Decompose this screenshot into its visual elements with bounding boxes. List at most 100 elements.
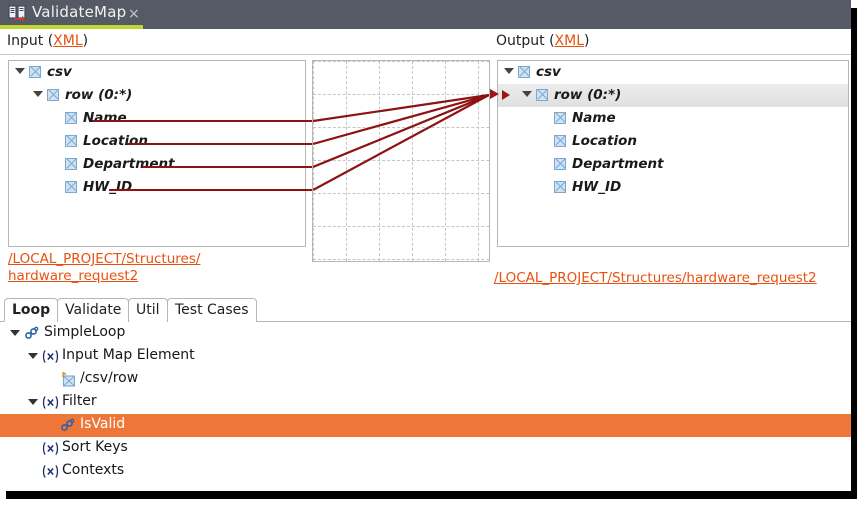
element-icon [65,158,77,170]
tab-util[interactable]: Util [128,298,168,322]
loop-tree-row-5[interactable]: Sort Keys [0,437,851,460]
element-icon [47,89,59,101]
map-document-icon [8,5,26,23]
tab-loop[interactable]: Loop [4,298,59,322]
element-icon [65,112,77,124]
mapping-link-arrow-icon [490,89,499,99]
input-tree-node-label: Name [83,110,127,126]
inbound-link-arrow-icon [502,90,510,100]
element-icon [554,181,566,193]
output-structure-path[interactable]: /LOCAL_PROJECT/Structures/hardware_reque… [494,270,817,286]
function-fx-icon [42,349,59,364]
input-label-text: Input ( [7,33,54,49]
loop-tree-row-label: Contexts [62,462,125,478]
active-tab-accent [0,25,143,30]
loop-tree-row-2[interactable]: /csv/row [0,368,851,391]
input-tree-node-1[interactable]: row (0:*) [9,84,305,107]
mapping-link-1[interactable] [313,93,489,146]
output-header: Output (XML) [489,29,851,55]
loop-tree-row-label: IsValid [80,416,126,432]
output-format-link[interactable]: XML [554,33,585,49]
mapping-link-2[interactable] [313,93,489,169]
grid-line-horizontal [313,226,489,227]
loop-tree-row-label: /csv/row [80,370,139,386]
output-tree-node-5[interactable]: HW_ID [498,176,848,199]
loop-tree-row-6[interactable]: Contexts [0,460,851,483]
loop-tree-row-4[interactable]: IsValid [0,414,851,437]
grid-line-horizontal [313,259,489,260]
loop-tree-row-label: Input Map Element [62,347,195,363]
output-tree-node-4[interactable]: Department [498,153,848,176]
loop-tree-row-label: SimpleLoop [44,324,126,340]
input-tree-node-2[interactable]: Name [9,107,305,130]
chain-link-icon [60,418,75,433]
output-tree-node-1[interactable]: row (0:*) [498,84,848,107]
expand-collapse-triangle-icon[interactable] [522,91,532,97]
grid-line-vertical [478,61,479,261]
input-tree-node-label: Department [83,156,175,172]
input-tree-node-4[interactable]: Department [9,153,305,176]
output-tree-node-label: HW_ID [572,179,622,195]
input-label-close: ) [82,33,89,49]
function-fx-icon [42,441,59,456]
loop-tree-row-1[interactable]: Input Map Element [0,345,851,368]
output-tree-node-label: Department [572,156,664,172]
input-tree-node-0[interactable]: csv [9,61,305,84]
window-title: ValidateMap [32,3,127,21]
input-tree-node-5[interactable]: HW_ID [9,176,305,199]
grid-line-vertical [379,61,380,261]
expand-collapse-triangle-icon[interactable] [33,91,43,97]
output-tree-node-label: csv [536,64,561,80]
chain-link-icon [24,326,39,341]
output-tree-node-label: row (0:*) [554,87,622,103]
grid-line-vertical [346,61,347,261]
element-icon [554,135,566,147]
output-tree-node-3[interactable]: Location [498,130,848,153]
input-tree-node-label: row (0:*) [65,87,133,103]
tab-test-cases[interactable]: Test Cases [167,298,257,322]
element-icon [65,181,77,193]
loop-tree-row-3[interactable]: Filter [0,391,851,414]
input-format-link[interactable]: XML [53,33,83,49]
expand-collapse-triangle-icon[interactable] [10,330,20,336]
link-stub-input-2 [142,166,312,168]
function-fx-icon [42,464,59,479]
input-header: Input (XML) [0,29,489,55]
mapping-link-0[interactable] [313,93,489,123]
expand-collapse-triangle-icon[interactable] [504,68,514,74]
loop-tree-row-label: Filter [62,393,97,409]
link-stub-input-1 [127,143,312,145]
output-tree-node-2[interactable]: Name [498,107,848,130]
mapping-links [313,93,489,191]
mapping-link-3[interactable] [313,94,489,191]
output-tree-node-label: Location [572,133,637,149]
output-label: Output (XML) [496,33,590,49]
element-icon [518,66,530,78]
element-icon [554,158,566,170]
input-structure-path[interactable]: /LOCAL_PROJECT/Structures/ hardware_requ… [8,251,298,285]
grid-line-horizontal [313,193,489,194]
grid-line-vertical [445,61,446,261]
function-fx-icon [42,395,59,410]
output-label-close: ) [584,33,590,49]
expand-collapse-triangle-icon[interactable] [28,399,38,405]
tab-validate[interactable]: Validate [57,298,130,322]
mapping-canvas[interactable] [312,60,490,262]
link-stub-input-3 [109,189,312,191]
input-path-line1: /LOCAL_PROJECT/Structures/ [8,251,201,267]
close-icon[interactable]: × [128,6,140,22]
element-icon [554,112,566,124]
grid-line-horizontal [313,127,489,128]
output-tree-node-0[interactable]: csv [498,61,848,84]
expand-collapse-triangle-icon[interactable] [15,68,25,74]
grid-line-vertical [412,61,413,261]
loop-tree-row-label: Sort Keys [62,439,128,455]
input-path-line2: hardware_request2 [8,268,139,284]
input-tree-node-3[interactable]: Location [9,130,305,153]
expand-collapse-triangle-icon[interactable] [28,353,38,359]
loop-tree-row-0[interactable]: SimpleLoop [0,322,851,345]
